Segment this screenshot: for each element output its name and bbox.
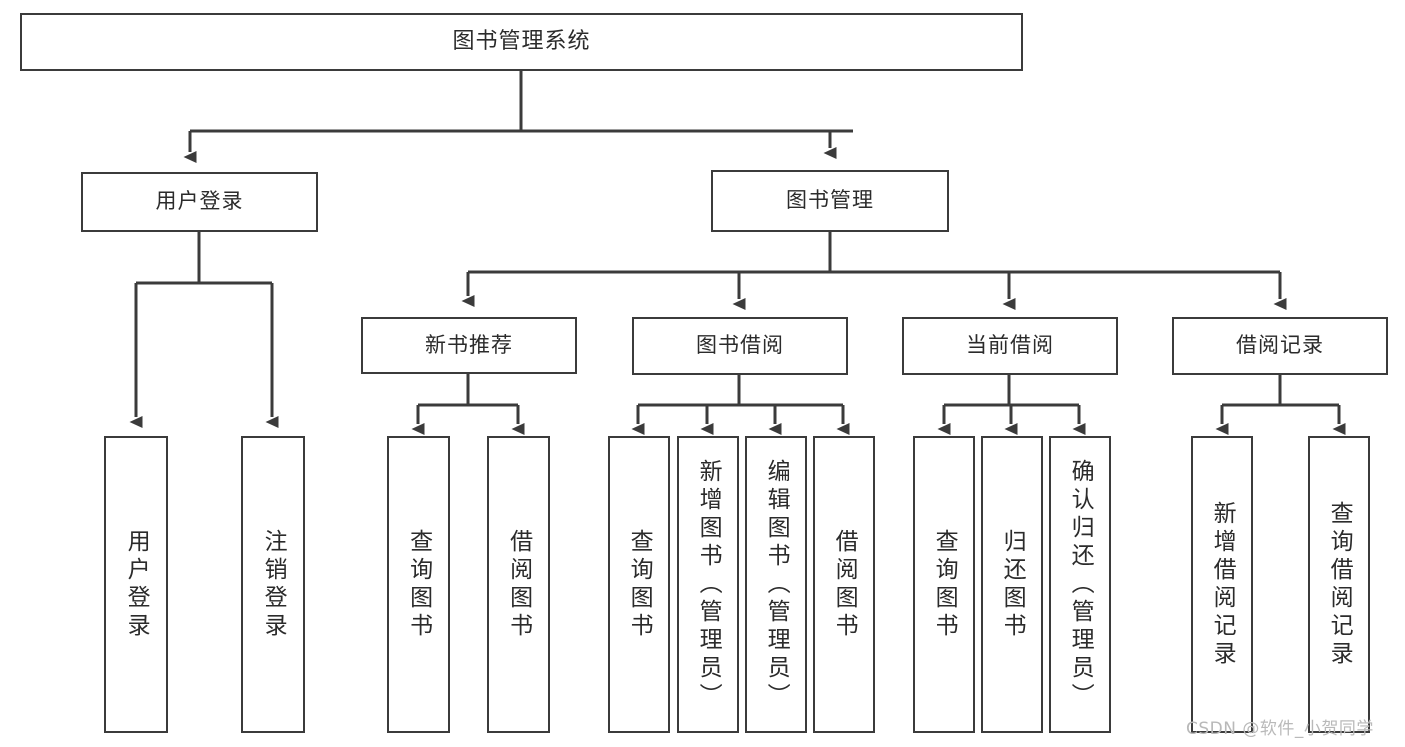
node-label: 查询借阅记录 xyxy=(1326,500,1353,669)
node-label: 新增图书（管理员） xyxy=(695,458,722,711)
node-label: 查询图书 xyxy=(405,528,432,641)
leaf-query-book-3[interactable]: 查询图书 xyxy=(913,436,975,733)
leaf-query-record[interactable]: 查询借阅记录 xyxy=(1308,436,1370,733)
node-label: 图书管理系统 xyxy=(452,28,591,54)
node-label: 查询图书 xyxy=(931,528,958,641)
leaf-confirm-return[interactable]: 确认归还（管理员） xyxy=(1049,436,1111,733)
node-label: 用户登录 xyxy=(155,189,244,214)
node-book-borrow[interactable]: 图书借阅 xyxy=(632,317,848,375)
node-label: 图书借阅 xyxy=(696,333,784,358)
node-label: 借阅图书 xyxy=(831,528,858,641)
node-label: 用户登录 xyxy=(123,528,150,641)
node-label: 新书推荐 xyxy=(425,332,513,357)
node-current-borrow[interactable]: 当前借阅 xyxy=(902,317,1118,375)
node-label: 当前借阅 xyxy=(966,333,1054,358)
leaf-user-logout[interactable]: 注销登录 xyxy=(241,436,305,733)
node-book-manage[interactable]: 图书管理 xyxy=(711,170,949,232)
node-user-login[interactable]: 用户登录 xyxy=(81,172,318,232)
node-borrow-record[interactable]: 借阅记录 xyxy=(1172,317,1388,375)
node-book-management-system[interactable]: 图书管理系统 xyxy=(20,13,1023,71)
leaf-user-login[interactable]: 用户登录 xyxy=(104,436,168,733)
leaf-return-book[interactable]: 归还图书 xyxy=(981,436,1043,733)
node-label: 借阅图书 xyxy=(505,528,532,641)
node-label: 确认归还（管理员） xyxy=(1067,458,1094,711)
node-label: 编辑图书（管理员） xyxy=(763,458,790,711)
leaf-add-record[interactable]: 新增借阅记录 xyxy=(1191,436,1253,733)
node-label: 注销登录 xyxy=(260,528,287,641)
leaf-query-book-2[interactable]: 查询图书 xyxy=(608,436,670,733)
leaf-borrow-book-1[interactable]: 借阅图书 xyxy=(487,436,550,733)
leaf-query-book-1[interactable]: 查询图书 xyxy=(387,436,450,733)
node-label: 查询图书 xyxy=(626,528,653,641)
node-label: 新增借阅记录 xyxy=(1209,500,1236,669)
node-label: 图书管理 xyxy=(786,188,874,213)
watermark-text: CSDN @软件_小贺同学 xyxy=(1186,719,1374,739)
node-new-book-recommend[interactable]: 新书推荐 xyxy=(361,317,577,374)
leaf-borrow-book-2[interactable]: 借阅图书 xyxy=(813,436,875,733)
leaf-add-book[interactable]: 新增图书（管理员） xyxy=(677,436,739,733)
node-label: 借阅记录 xyxy=(1236,333,1324,358)
node-label: 归还图书 xyxy=(999,528,1026,641)
leaf-edit-book[interactable]: 编辑图书（管理员） xyxy=(745,436,807,733)
